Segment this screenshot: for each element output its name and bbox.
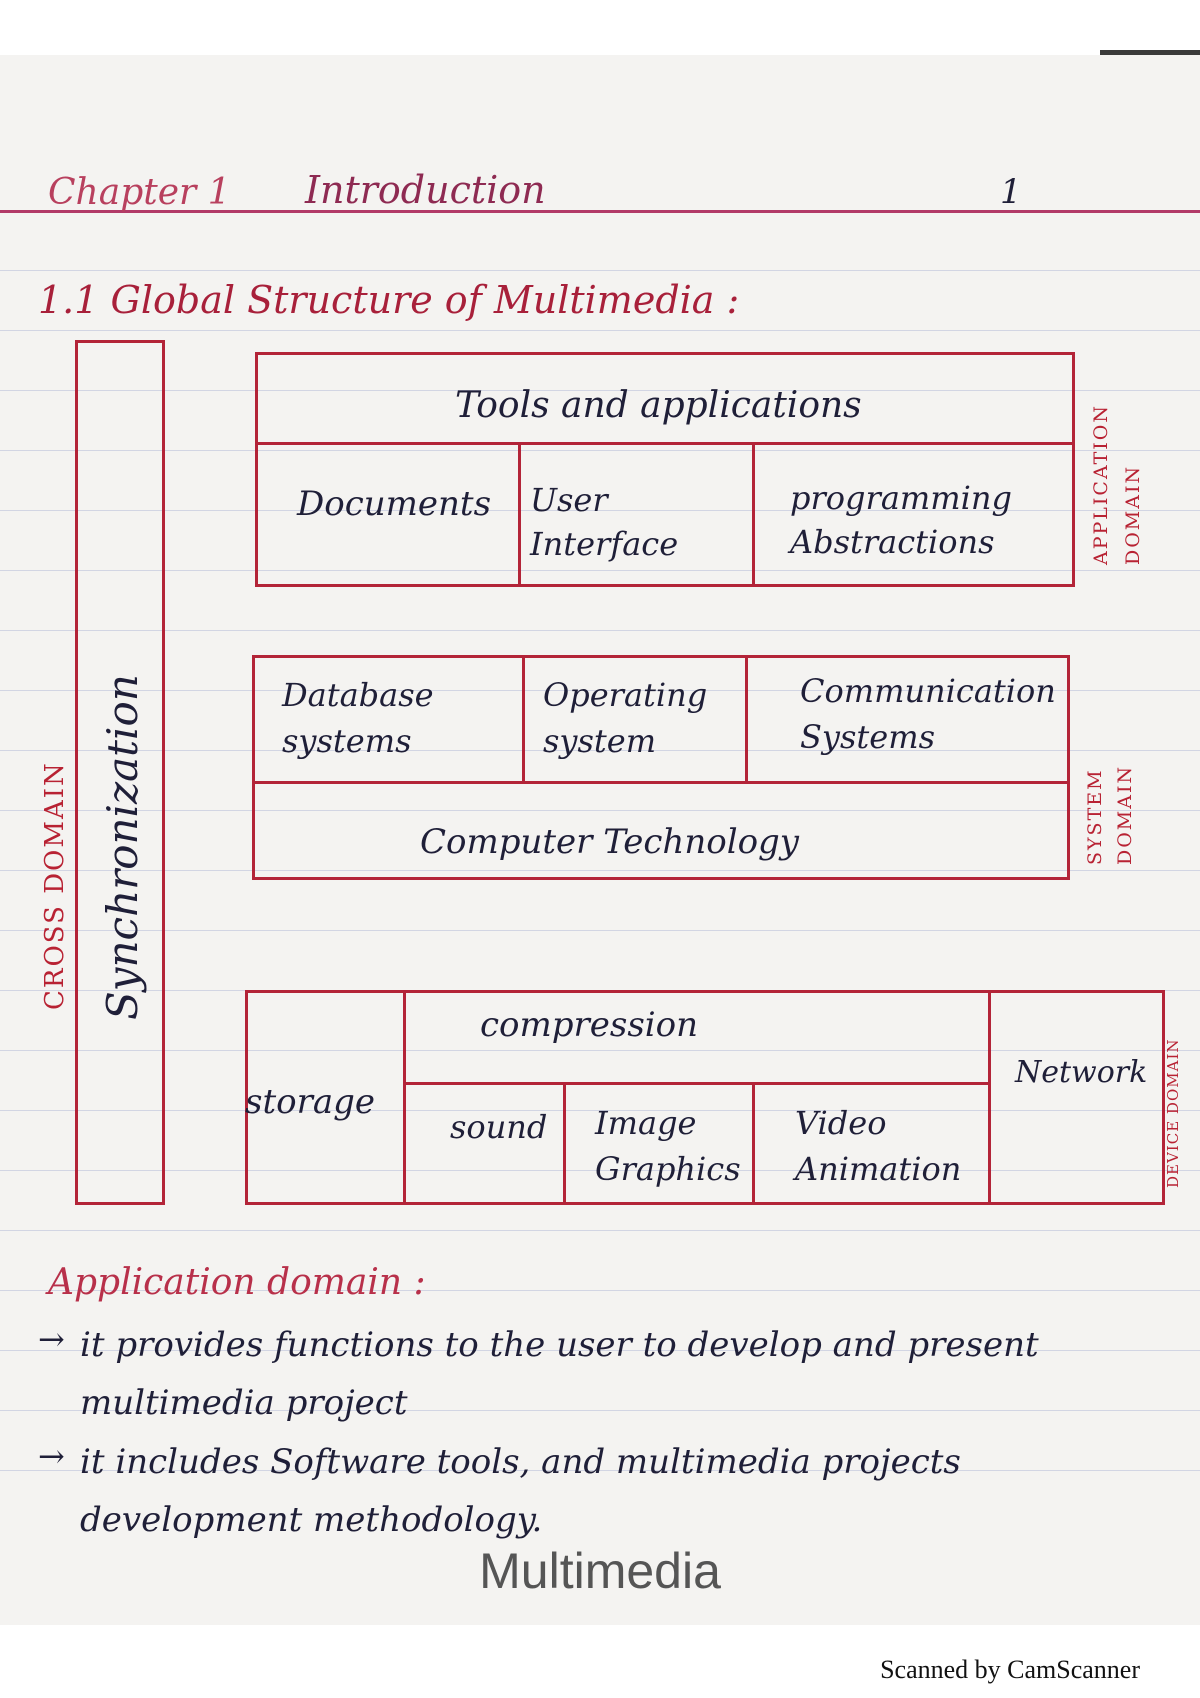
header-margin-line (0, 210, 1200, 213)
synchronization-bar (75, 340, 165, 1205)
arrow-icon: → (38, 1320, 65, 1358)
chapter-title: Introduction (305, 168, 546, 212)
computer-technology: Computer Technology (420, 822, 800, 862)
cross-domain-label: CROSS DOMAIN (40, 761, 70, 1010)
device-domain-box (245, 990, 1165, 1205)
cell-documents: Documents (297, 484, 492, 524)
note-bullet-2-text: it includes Software tools, and multimed… (80, 1442, 961, 1540)
cell-compression: compression (480, 1005, 699, 1045)
cell-network: Network (1015, 1055, 1148, 1090)
cell-sound: sound (450, 1108, 548, 1146)
cell-storage: storage (245, 1082, 375, 1122)
notes-heading: Application domain : (48, 1262, 426, 1303)
system-domain-box (252, 655, 1070, 880)
note-bullet-1-text: it provides functions to the user to dev… (80, 1325, 1039, 1423)
section-title: 1.1 Global Structure of Multimedia : (38, 278, 740, 322)
arrow-icon: → (38, 1437, 65, 1475)
system-domain-label: SYSTEM DOMAIN (1084, 764, 1136, 865)
cell-image-graphics: Image Graphics (595, 1104, 741, 1188)
application-domain-label: APPLICATION DOMAIN (1090, 403, 1144, 565)
top-margin (0, 0, 1200, 55)
scanner-stamp: Scanned by CamScanner (880, 1655, 1140, 1684)
device-domain-label: DEVICE DOMAIN (1164, 1038, 1182, 1189)
cell-database-systems: Database systems (282, 676, 434, 760)
application-domain-box (255, 352, 1075, 587)
tools-and-applications: Tools and applications (455, 385, 862, 426)
cell-communication-systems: Communication Systems (800, 672, 1056, 756)
cell-user-interface: User Interface (530, 481, 679, 563)
cell-video-animation: Video Animation (795, 1104, 962, 1188)
cell-operating-system: Operating system (543, 676, 708, 760)
chapter-label: Chapter 1 (48, 172, 231, 213)
watermark-title: Multimedia (479, 1543, 721, 1599)
notebook-page (0, 55, 1200, 1625)
cell-programming-abstractions: programming Abstractions (790, 479, 1012, 561)
synchronization-label: Synchronization (98, 674, 147, 1020)
page-number: 1 (1000, 172, 1022, 212)
